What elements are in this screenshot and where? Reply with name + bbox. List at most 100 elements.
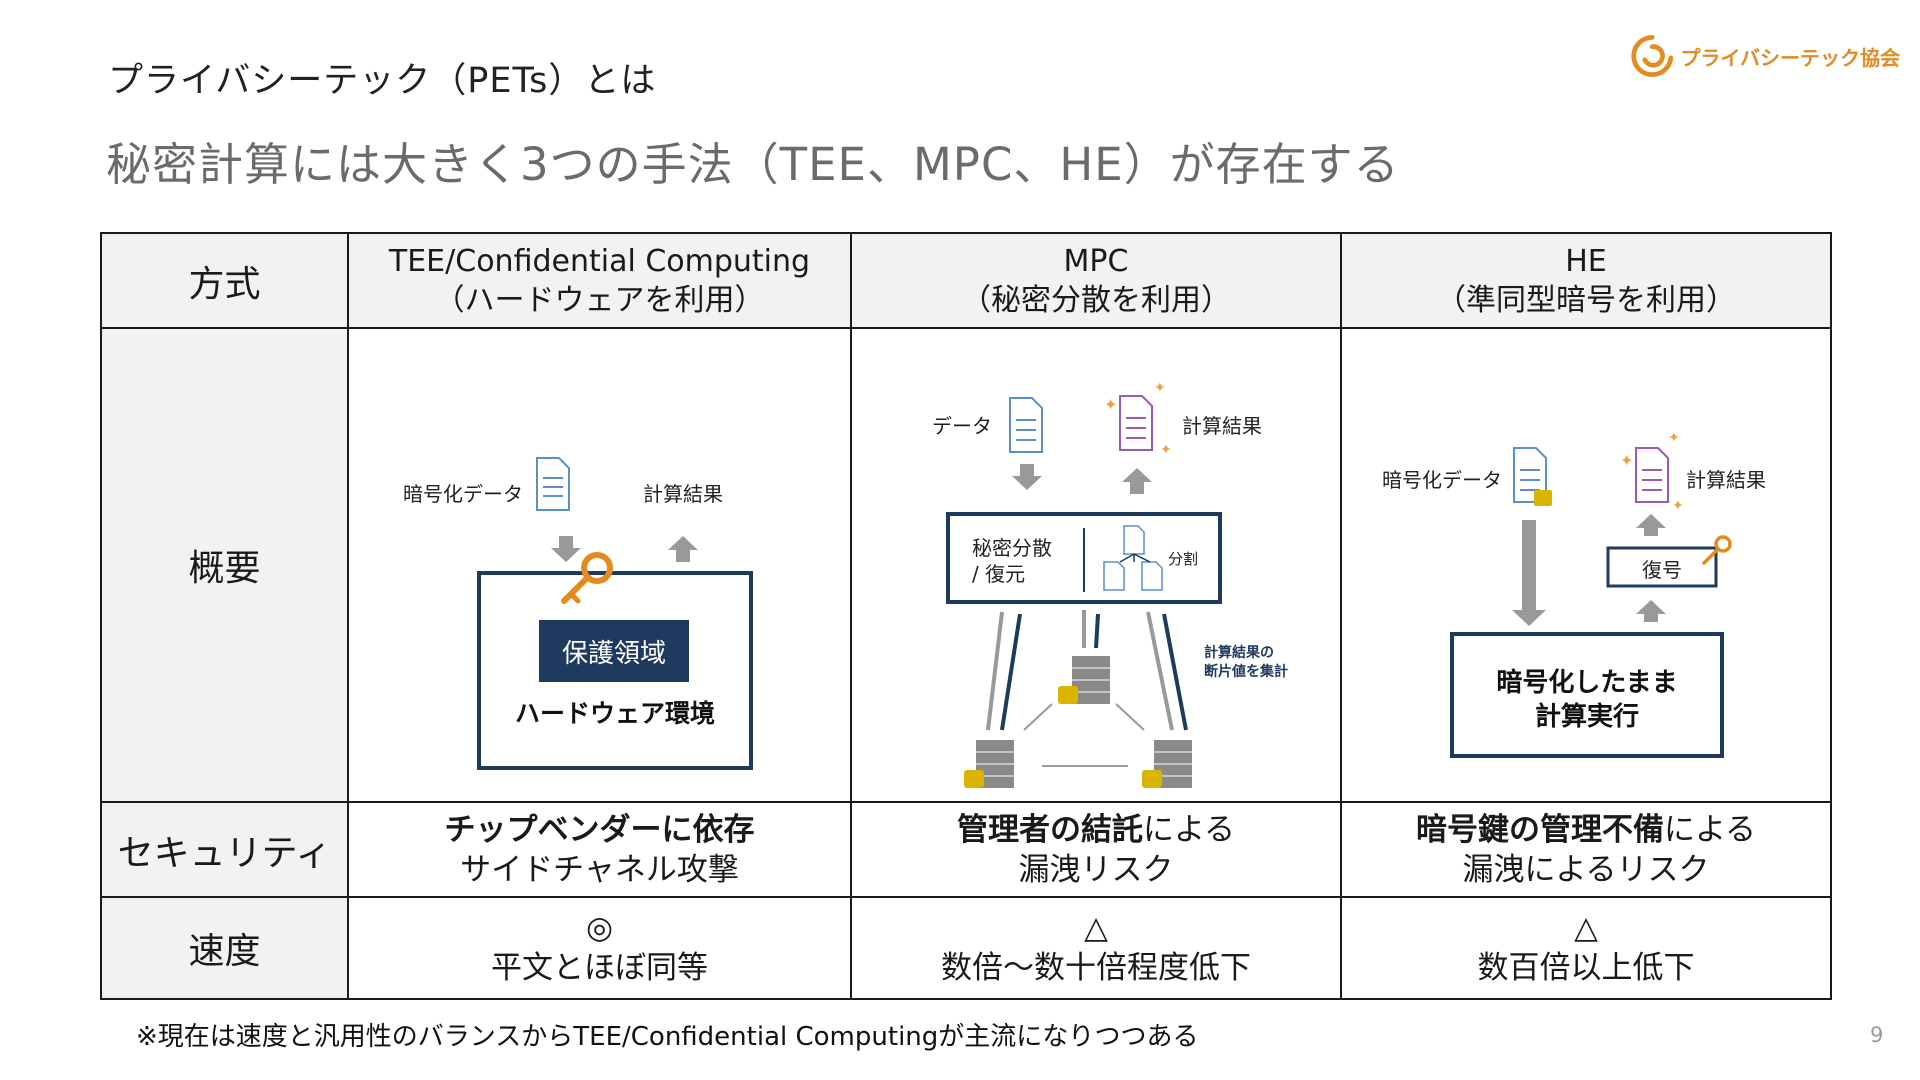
server-icon xyxy=(964,740,1014,788)
he-decrypt-label: 復号 xyxy=(1642,558,1682,582)
connection-arrows xyxy=(986,610,1174,731)
tee-security-bold: チップベンダーに依存 xyxy=(444,811,755,848)
tee-security-cell: チップベンダーに依存 サイドチャネル攻撃 xyxy=(347,801,852,898)
aggregate-note-line1: 計算結果の xyxy=(1204,645,1274,661)
mpc-data-label: データ xyxy=(932,414,992,438)
mpc-security-cell: 管理者の結託による 漏洩リスク xyxy=(850,801,1342,898)
he-overview-cell: ✦ ✦ ✦ 暗号化データ 計算結果 復号 暗号化したまま xyxy=(1340,327,1832,803)
key-icon xyxy=(561,552,613,604)
split-documents-icon xyxy=(1103,525,1163,591)
result-document-icon: ✦ ✦ ✦ xyxy=(1104,380,1172,458)
mpc-result-label: 計算結果 xyxy=(1182,414,1262,438)
tee-encrypted-data-label: 暗号化データ xyxy=(403,482,523,506)
mpc-diagram: ✦ ✦ ✦ xyxy=(852,330,1340,800)
corner-header-method: 方式 xyxy=(100,232,349,329)
methods-comparison-table: 方式 TEE/Confidential Computing （ハードウェアを利用… xyxy=(100,232,1832,1000)
mpc-split-label: 分割 xyxy=(1168,550,1199,568)
up-arrow-icon xyxy=(1636,514,1666,536)
he-result-label: 計算結果 xyxy=(1686,468,1766,492)
mpc-speed-symbol: △ xyxy=(1084,910,1108,946)
server-icon xyxy=(1058,656,1110,704)
tee-security-line2: サイドチャネル攻撃 xyxy=(460,851,739,888)
mpc-security-bold: 管理者の結託 xyxy=(956,811,1143,848)
he-speed-symbol: △ xyxy=(1574,910,1598,946)
tee-speed-symbol: ◎ xyxy=(585,910,614,946)
locked-document-icon xyxy=(1513,447,1552,506)
protected-area-label: 保護領域 xyxy=(561,638,666,669)
column-header-tee-title: TEE/Confidential Computing xyxy=(388,243,811,279)
down-arrow-icon xyxy=(1012,464,1042,490)
slide-title: 秘密計算には大きく3つの手法（TEE、MPC、HE）が存在する xyxy=(106,138,1400,191)
mpc-speed-cell: △ 数倍～数十倍程度低下 xyxy=(850,896,1342,1000)
mpc-security-line2: 漏洩リスク xyxy=(1018,851,1174,888)
table-header-row: 方式 TEE/Confidential Computing （ハードウェアを利用… xyxy=(100,232,1832,329)
logo-text: プライバシーテック協会 xyxy=(1680,45,1900,70)
association-logo: プライバシーテック協会 xyxy=(1628,26,1900,86)
corner-label: 方式 xyxy=(188,263,261,305)
he-security-cell: 暗号鍵の管理不備による 漏洩によるリスク xyxy=(1340,801,1832,898)
protected-area-box: 保護領域 xyxy=(539,620,689,682)
row-label-speed-text: 速度 xyxy=(188,931,261,972)
svg-text:✦: ✦ xyxy=(1160,442,1172,458)
mpc-security-normal: による xyxy=(1142,811,1236,848)
svg-text:✦: ✦ xyxy=(1104,395,1117,414)
table-row-speed: 速度 ◎ 平文とほぼ同等 △ 数倍～数十倍程度低下 △ 数百倍以上低下 xyxy=(100,896,1832,1000)
row-label-overview: 概要 xyxy=(100,327,349,803)
column-header-tee: TEE/Confidential Computing （ハードウェアを利用） xyxy=(347,232,852,329)
column-header-mpc-subtitle: （秘密分散を利用） xyxy=(961,282,1231,318)
up-arrow-icon xyxy=(1122,468,1152,494)
row-label-security-text: セキュリティ xyxy=(117,832,332,874)
tee-speed-text: 平文とほぼ同等 xyxy=(491,950,708,986)
column-header-he-subtitle: （準同型暗号を利用） xyxy=(1436,282,1736,318)
server-icon xyxy=(1142,740,1192,788)
he-security-normal: による xyxy=(1663,811,1757,848)
result-document-icon: ✦ ✦ ✦ xyxy=(1620,430,1684,514)
he-security-bold: 暗号鍵の管理不備 xyxy=(1415,811,1664,848)
row-label-overview-text: 概要 xyxy=(188,548,261,589)
tee-result-label: 計算結果 xyxy=(643,482,723,506)
svg-text:✦: ✦ xyxy=(1668,430,1680,446)
mpc-aggregate-note: 計算結果の 断片値を集計 xyxy=(1204,644,1288,682)
mpc-restore-label: / 復元 xyxy=(972,562,1026,586)
row-label-security: セキュリティ xyxy=(100,801,349,898)
logo-swirl-icon xyxy=(1631,35,1674,77)
document-icon xyxy=(1009,397,1043,453)
decrypt-box xyxy=(1606,546,1718,588)
column-header-he-title: HE xyxy=(1565,243,1607,279)
down-arrow-icon xyxy=(1512,520,1546,626)
table-row-overview: 概要 xyxy=(100,327,1832,803)
mpc-overview-cell: ✦ ✦ ✦ xyxy=(850,327,1342,803)
he-security-line2: 漏洩によるリスク xyxy=(1462,851,1710,888)
svg-text:✦: ✦ xyxy=(1620,451,1633,470)
he-compute-line1: 暗号化したまま xyxy=(1496,668,1678,698)
up-arrow-icon xyxy=(668,536,698,562)
footnote: ※現在は速度と汎用性のバランスからTEE/Confidential Comput… xyxy=(136,1022,1199,1052)
tee-diagram: 暗号化データ 計算結果 保護領域 ハードウェア環境 xyxy=(349,330,850,800)
svg-text:✦: ✦ xyxy=(1154,380,1166,396)
svg-text:✦: ✦ xyxy=(1672,498,1684,514)
he-speed-cell: △ 数百倍以上低下 xyxy=(1340,896,1832,1000)
key-icon xyxy=(1702,535,1732,565)
row-label-speed: 速度 xyxy=(100,896,349,1000)
column-header-he: HE （準同型暗号を利用） xyxy=(1340,232,1832,329)
tee-speed-cell: ◎ 平文とほぼ同等 xyxy=(347,896,852,1000)
down-arrow-icon xyxy=(551,536,581,562)
hardware-env-label: ハードウェア環境 xyxy=(514,699,715,728)
he-diagram: ✦ ✦ ✦ 暗号化データ 計算結果 復号 暗号化したまま xyxy=(1342,330,1830,800)
column-header-mpc-title: MPC xyxy=(1063,243,1129,279)
he-speed-text: 数百倍以上低下 xyxy=(1477,950,1695,986)
document-icon xyxy=(536,457,570,511)
he-compute-line2: 計算実行 xyxy=(1534,702,1639,732)
mpc-speed-text: 数倍～数十倍程度低下 xyxy=(941,950,1251,986)
column-header-mpc: MPC （秘密分散を利用） xyxy=(850,232,1342,329)
tee-overview-cell: 暗号化データ 計算結果 保護領域 ハードウェア環境 xyxy=(347,327,852,803)
column-header-tee-subtitle: （ハードウェアを利用） xyxy=(434,282,765,318)
peer-arrows xyxy=(1023,703,1145,767)
page-number: 9 xyxy=(1870,1023,1884,1047)
mpc-secret-share-label: 秘密分散 xyxy=(972,536,1052,560)
mpc-diagram-graphics: ✦ ✦ ✦ xyxy=(946,380,1222,788)
compute-box xyxy=(1450,632,1724,758)
he-diagram-graphics: ✦ ✦ ✦ xyxy=(1450,430,1732,758)
section-title: プライバシーテック（PETs）とは xyxy=(108,61,657,101)
aggregate-note-line2: 断片値を集計 xyxy=(1204,664,1288,680)
